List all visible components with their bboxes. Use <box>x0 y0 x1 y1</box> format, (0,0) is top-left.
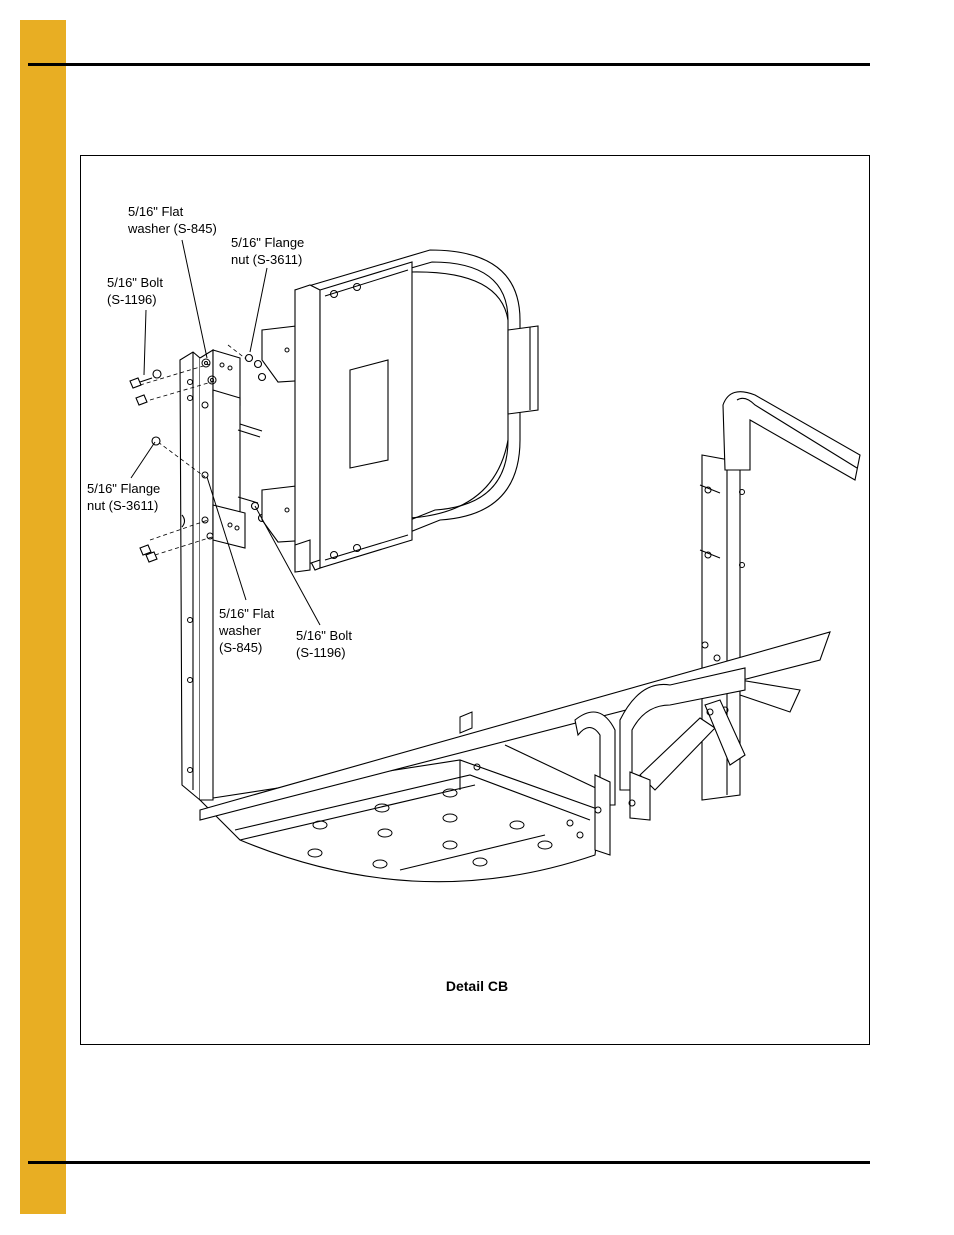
left-post <box>179 349 214 802</box>
footer-rule <box>28 1161 870 1164</box>
callout-bolt-top: 5/16" Bolt (S-1196) <box>107 275 163 307</box>
figure-caption: Detail CB <box>445 978 509 994</box>
callout-flat-washer-top: 5/16" Flat washer (S-845) <box>128 204 217 236</box>
callout-flat-washer-bottom: 5/16" Flat washer (S-845) <box>219 606 275 655</box>
callout-flange-nut-left: 5/16" Flange nut (S-3611) <box>87 481 161 513</box>
callout-flange-nut-top: 5/16" Flange nut (S-3611) <box>231 235 305 267</box>
side-tab <box>20 20 66 1214</box>
gate <box>294 249 539 573</box>
hinge-plates <box>201 349 246 549</box>
callout-bolt-bottom: 5/16" Bolt (S-1196) <box>296 628 352 660</box>
leader-lines <box>130 239 321 626</box>
header-rule <box>28 63 870 66</box>
handrails <box>199 631 831 856</box>
figure-frame <box>80 155 870 1045</box>
